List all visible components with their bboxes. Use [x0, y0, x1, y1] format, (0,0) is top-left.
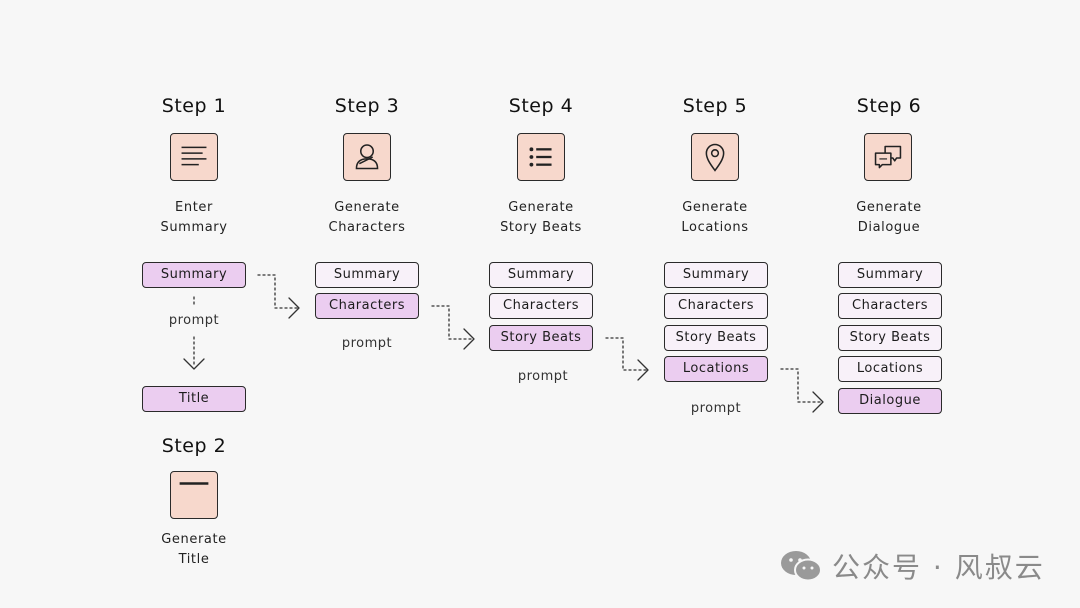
col3-summary-pill: Summary	[315, 262, 419, 288]
arrow-3-4-head	[463, 328, 475, 350]
col5-locations-pill: Locations	[664, 356, 768, 382]
col5-prompt-label: prompt	[690, 401, 742, 416]
arrow-4-5-line	[605, 337, 647, 371]
step-1-desc-line2: Summary	[160, 219, 228, 235]
wechat-icon	[781, 551, 822, 582]
col4-story-beats-pill: Story Beats	[489, 325, 593, 351]
col3-characters-pill: Characters	[315, 293, 419, 319]
step-1-desc-line1: Enter	[175, 200, 213, 215]
character-person-icon	[343, 133, 391, 181]
step-3-desc-line1: Generate	[334, 200, 400, 215]
watermark: 公众号 · 风叔云	[780, 546, 1045, 586]
col1-summary-pill: Summary	[142, 262, 246, 288]
step-5-desc: Generate Locations	[645, 198, 785, 237]
arrow-1-3-head	[288, 297, 300, 319]
col3-prompt-label: prompt	[341, 336, 393, 351]
col4-summary-pill: Summary	[489, 262, 593, 288]
step-2-desc-line1: Generate	[161, 532, 227, 547]
col5-summary-pill: Summary	[664, 262, 768, 288]
col5-story-beats-pill: Story Beats	[664, 325, 768, 351]
step-5-desc-line2: Locations	[681, 219, 749, 235]
step-4-desc-line2: Story Beats	[500, 219, 582, 235]
step-4-title: Step 4	[508, 95, 574, 117]
step-6-desc-line1: Generate	[856, 200, 922, 215]
chat-bubbles-icon	[864, 133, 912, 181]
arrow-5-6-line	[780, 368, 822, 403]
step-5-title: Step 5	[682, 95, 748, 117]
title-bar-icon	[170, 471, 218, 519]
col1-arrowhead-down	[183, 358, 205, 370]
col6-characters-pill: Characters	[838, 293, 942, 319]
step-6-title: Step 6	[856, 95, 922, 117]
step-4-desc: Generate Story Beats	[471, 198, 611, 237]
step-4-desc-line1: Generate	[508, 200, 574, 215]
step-6-desc-line2: Dialogue	[857, 219, 921, 235]
col6-dialogue-pill: Dialogue	[838, 388, 942, 414]
arrow-3-4-line	[431, 305, 473, 340]
step-5-desc-line1: Generate	[682, 200, 748, 215]
arrow-4-5-head	[637, 359, 649, 381]
col6-story-beats-pill: Story Beats	[838, 325, 942, 351]
step-2-title: Step 2	[161, 435, 227, 457]
list-bullets-icon	[517, 133, 565, 181]
col6-summary-pill: Summary	[838, 262, 942, 288]
document-lines-icon	[170, 133, 218, 181]
col5-characters-pill: Characters	[664, 293, 768, 319]
col6-locations-pill: Locations	[838, 356, 942, 382]
step-1-desc: Enter Summary	[124, 198, 264, 237]
col1-prompt-label: prompt	[168, 313, 220, 328]
step-6-desc: Generate Dialogue	[819, 198, 959, 237]
col4-prompt-label: prompt	[517, 369, 569, 384]
arrow-1-3-line	[257, 274, 298, 309]
step-3-desc-line2: Characters	[328, 219, 406, 235]
watermark-text: 公众号 · 风叔云	[832, 551, 1045, 584]
step-3-desc: Generate Characters	[297, 198, 437, 237]
arrow-5-6-head	[812, 391, 824, 413]
step-2-desc: Generate Title	[124, 530, 264, 569]
step-3-title: Step 3	[334, 95, 400, 117]
step-1-title: Step 1	[161, 95, 227, 117]
location-pin-icon	[691, 133, 739, 181]
col4-characters-pill: Characters	[489, 293, 593, 319]
col1-title-pill: Title	[142, 386, 246, 412]
step-2-desc-line2: Title	[178, 551, 210, 567]
